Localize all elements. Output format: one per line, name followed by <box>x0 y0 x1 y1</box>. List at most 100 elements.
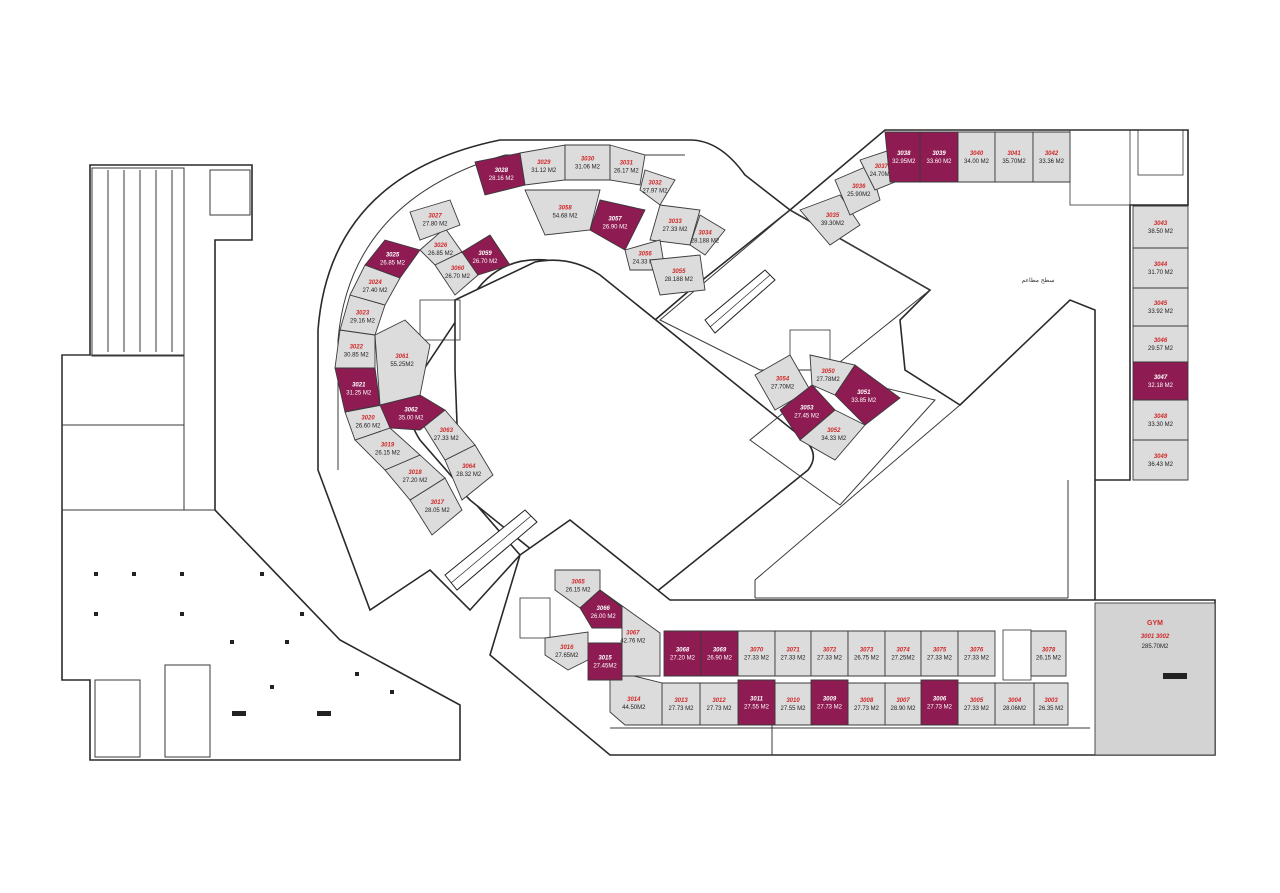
unit-shape[interactable] <box>810 630 849 677</box>
unit-shape[interactable] <box>957 630 996 677</box>
unit-shape[interactable] <box>544 631 589 671</box>
unit-shape[interactable] <box>799 409 866 461</box>
unit-shape[interactable] <box>774 630 812 677</box>
unit-shape[interactable] <box>587 642 623 681</box>
unit-shape[interactable] <box>1030 630 1067 677</box>
unit-shape[interactable] <box>847 682 886 726</box>
unit-shape[interactable] <box>920 679 959 726</box>
unit-shape[interactable] <box>994 682 1035 726</box>
unit-shape[interactable] <box>1132 287 1189 327</box>
unit-shape[interactable] <box>1132 247 1189 289</box>
unit-shape[interactable] <box>920 630 959 677</box>
unit-shape[interactable] <box>884 630 922 677</box>
unit-shape[interactable] <box>847 630 886 677</box>
unit-shape[interactable] <box>1033 682 1069 726</box>
unit-shape[interactable] <box>884 131 921 183</box>
unit-shape[interactable] <box>461 234 511 276</box>
unit-shape[interactable] <box>564 144 611 181</box>
unit-shape[interactable] <box>661 682 701 726</box>
unit-shape[interactable] <box>737 679 776 726</box>
unit-shape[interactable] <box>609 669 663 726</box>
unit-shape[interactable] <box>364 239 421 279</box>
unit-shape[interactable] <box>689 214 726 256</box>
unit-shape[interactable] <box>1132 439 1189 481</box>
unit-shape[interactable] <box>919 131 959 183</box>
unit-shape[interactable] <box>599 589 661 677</box>
unit-shape[interactable] <box>374 319 431 406</box>
unit-shape[interactable] <box>1132 399 1189 441</box>
unit-shape[interactable] <box>1132 361 1189 401</box>
unit-shape[interactable] <box>1132 205 1189 249</box>
unit-shape[interactable] <box>994 131 1034 183</box>
unit-shape[interactable] <box>834 364 901 426</box>
unit-shape[interactable] <box>799 194 861 246</box>
unit-shape[interactable] <box>774 682 812 726</box>
unit-shape[interactable] <box>1132 325 1189 363</box>
unit-shape[interactable] <box>649 254 706 296</box>
unit-shape[interactable] <box>663 630 702 677</box>
unit-shape[interactable] <box>810 679 849 726</box>
unit-shape[interactable] <box>1032 131 1071 183</box>
unit-shape[interactable] <box>409 199 461 241</box>
unit-shape[interactable] <box>884 682 922 726</box>
unit-shape[interactable] <box>957 682 996 726</box>
unit-shape[interactable] <box>737 630 776 677</box>
unit-area: 36.43 M2 <box>1148 462 1174 468</box>
gym-block[interactable]: GYM 3001 3002 285.70M2 <box>1094 602 1216 756</box>
unit-shape[interactable] <box>957 131 996 183</box>
unit-shape[interactable] <box>700 630 739 677</box>
unit-shape[interactable] <box>699 682 739 726</box>
unit-shape[interactable] <box>609 144 646 186</box>
